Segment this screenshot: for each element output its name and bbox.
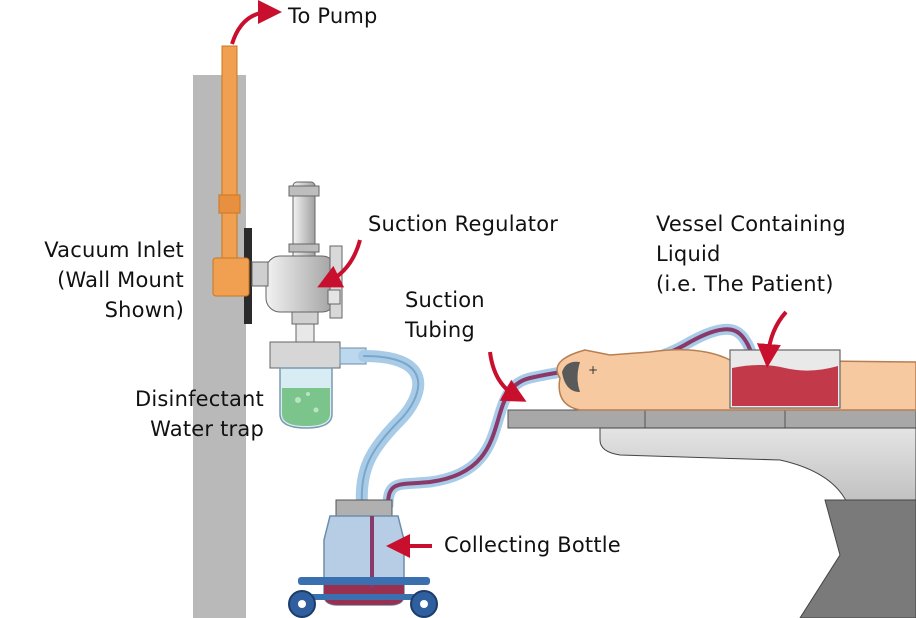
pump-pipe bbox=[212, 45, 250, 297]
label-collecting-bottle: Collecting Bottle bbox=[444, 533, 621, 557]
collecting-bottle bbox=[288, 499, 438, 618]
label-water-trap: Disinfectant Water trap bbox=[135, 387, 264, 441]
arrow-suction-regulator bbox=[317, 239, 362, 288]
svg-text:+: + bbox=[588, 363, 598, 377]
pointer-arrows bbox=[230, 0, 788, 558]
wall bbox=[193, 75, 246, 618]
arrow-vessel bbox=[756, 310, 788, 368]
arrow-suction-tubing bbox=[488, 351, 527, 402]
arrow-to-pump bbox=[230, 0, 282, 45]
operating-table bbox=[507, 409, 916, 618]
suction-regulator bbox=[251, 181, 343, 343]
label-suction-regulator: Suction Regulator bbox=[368, 212, 559, 236]
label-suction-tubing: Suction Tubing bbox=[405, 288, 485, 342]
label-vessel: Vessel Containing Liquid (i.e. The Patie… bbox=[656, 212, 846, 296]
label-vacuum-inlet: Vacuum Inlet (Wall Mount Shown) bbox=[44, 238, 184, 322]
liquid-vessel bbox=[729, 349, 841, 409]
water-trap bbox=[269, 341, 367, 429]
label-to-pump: To Pump bbox=[288, 4, 378, 28]
